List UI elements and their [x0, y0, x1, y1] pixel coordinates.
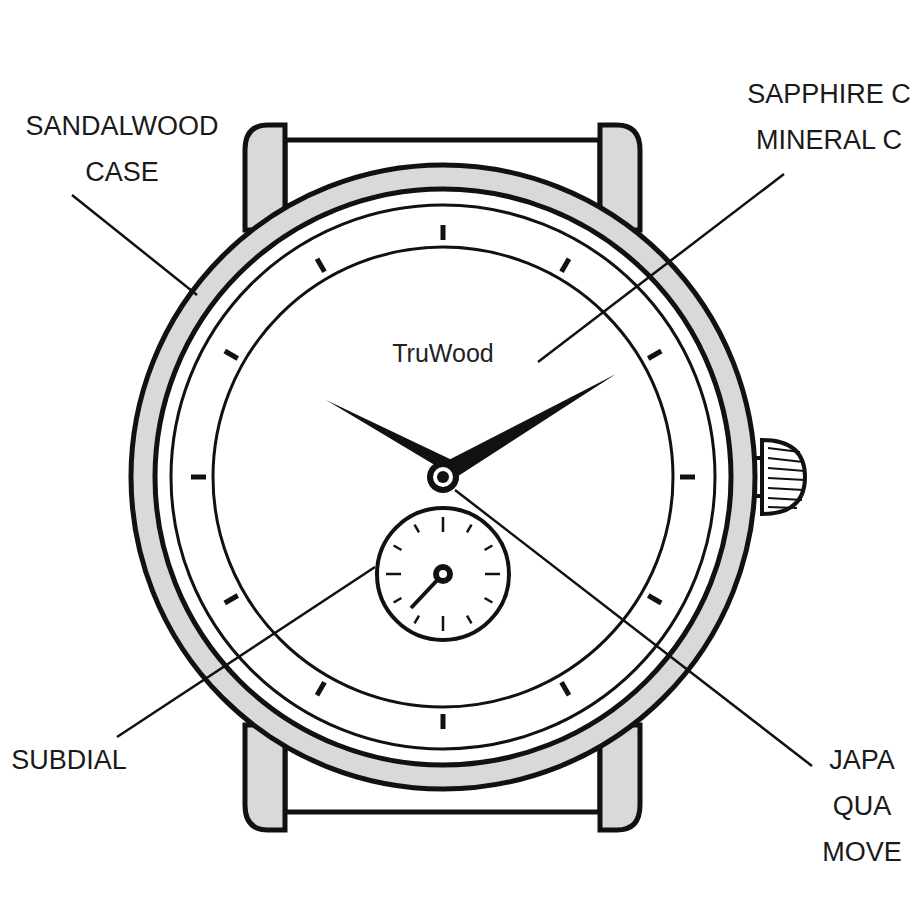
subdial-tick [415, 525, 420, 533]
hour-marker [225, 596, 238, 604]
subdial-tick [485, 598, 493, 603]
subdial-tick [442, 616, 445, 631]
crystal [171, 205, 715, 749]
hour-marker [441, 714, 446, 729]
subdial-ticks [386, 517, 500, 631]
brand-logo: TruWood [343, 338, 543, 368]
leader-line [455, 490, 812, 766]
subdial-tick [467, 616, 472, 624]
part-label: SAPPHIRE C MINERAL C [744, 71, 914, 163]
part-label: SUBDIAL [4, 737, 134, 783]
center-pin-ring [433, 467, 453, 487]
leader-lines [72, 174, 812, 766]
leader-line [72, 195, 197, 295]
hour-hand [326, 400, 452, 470]
subdial-pin-center [439, 570, 447, 578]
minute-hand [437, 374, 616, 480]
subdial-tick [415, 616, 420, 624]
subdial-tick [485, 546, 493, 551]
hour-marker [562, 682, 570, 695]
hour-marker [562, 259, 570, 272]
leader-line [538, 174, 784, 362]
hour-marker [648, 351, 661, 359]
part-label: SANDALWOOD CASE [4, 103, 240, 195]
subdial-ring [377, 508, 509, 640]
subdial-pin [433, 564, 453, 584]
hour-marker [441, 225, 446, 240]
subdial-tick [394, 546, 402, 551]
center-pin-dot [437, 471, 449, 483]
subdial-tick [467, 525, 472, 533]
hour-marker [648, 596, 661, 604]
subdial-tick [442, 517, 445, 532]
subdial-tick [394, 598, 402, 603]
hour-marker [317, 259, 325, 272]
part-label: JAPA QUA MOVE [812, 737, 912, 875]
subdial-tick [485, 573, 500, 576]
dial-track [213, 247, 673, 707]
hour-marker [191, 475, 206, 480]
leader-line [117, 567, 375, 737]
hour-marker [225, 351, 238, 359]
hour-marker [680, 475, 695, 480]
hour-marker [317, 682, 325, 695]
center-pin [427, 461, 459, 493]
subdial-tick [386, 573, 401, 576]
bezel [155, 189, 731, 765]
sandalwood-case [131, 165, 755, 789]
